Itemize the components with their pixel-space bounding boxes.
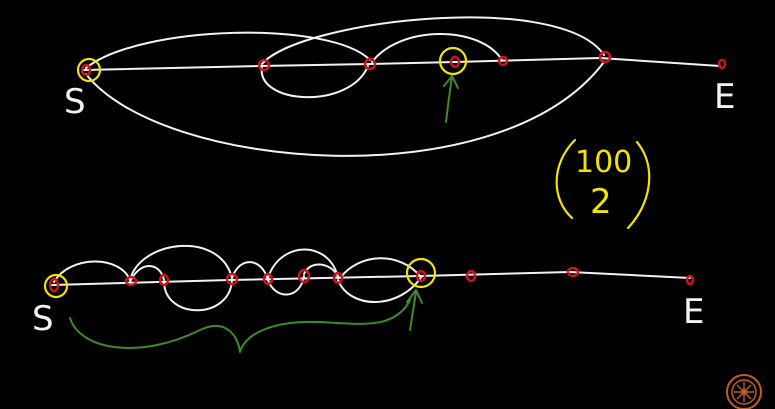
bottom-node-marker [158,273,170,287]
bottom-node-marker [415,269,427,283]
bottom-node-markers [48,266,695,293]
bottom-node-marker [297,268,311,284]
sunburst-logo-icon [726,374,762,409]
top-node-marker [257,58,271,72]
top-upper-arc-right [261,16,605,65]
binomial-left-paren [555,138,577,220]
bottom-node-marker [685,274,695,286]
bottom-number-line [51,271,691,286]
top-lower-loop [260,65,369,99]
bottom-loop [129,245,233,281]
binomial-coefficient: 100 2 [555,138,651,230]
top-end-label: E [714,77,735,117]
top-upper-long-arc [85,31,371,69]
top-node-markers [80,50,727,77]
top-number-line [83,57,721,71]
bottom-node-marker [225,272,239,286]
top-lower-long-arc [85,61,605,157]
top-small-arc [371,33,503,63]
bottom-node-marker [48,277,60,293]
bottom-diagram: S E [32,245,704,353]
top-node-marker [497,55,509,67]
bottom-loop [267,248,339,279]
bottom-start-highlight [43,273,69,299]
bottom-node-marker [465,269,477,283]
top-start-highlight [76,57,102,83]
binomial-right-paren [626,140,651,230]
bottom-loop [163,279,233,312]
bottom-node-marker [332,271,344,285]
bottom-node-marker [262,272,274,286]
binomial-top-number: 100 [575,145,632,180]
bottom-loop [53,260,131,283]
top-node-marker [80,63,92,77]
bottom-loop [339,257,421,279]
top-chosen-highlight [438,46,468,76]
bottom-green-arrow [406,289,423,331]
bottom-green-brace [69,299,411,353]
bottom-chosen-highlight [405,257,437,289]
top-node-marker [363,57,377,71]
bottom-node-marker [124,275,138,287]
bottom-start-label: S [32,299,54,339]
binomial-bottom-number: 2 [590,182,612,222]
top-green-arrow [443,75,459,123]
top-node-marker [598,50,612,64]
top-diagram: S E [64,16,735,157]
top-node-marker [717,58,727,70]
bottom-node-marker [566,266,580,278]
top-node-marker [449,55,461,69]
top-start-label: S [64,82,86,122]
bottom-end-label: E [683,292,704,332]
